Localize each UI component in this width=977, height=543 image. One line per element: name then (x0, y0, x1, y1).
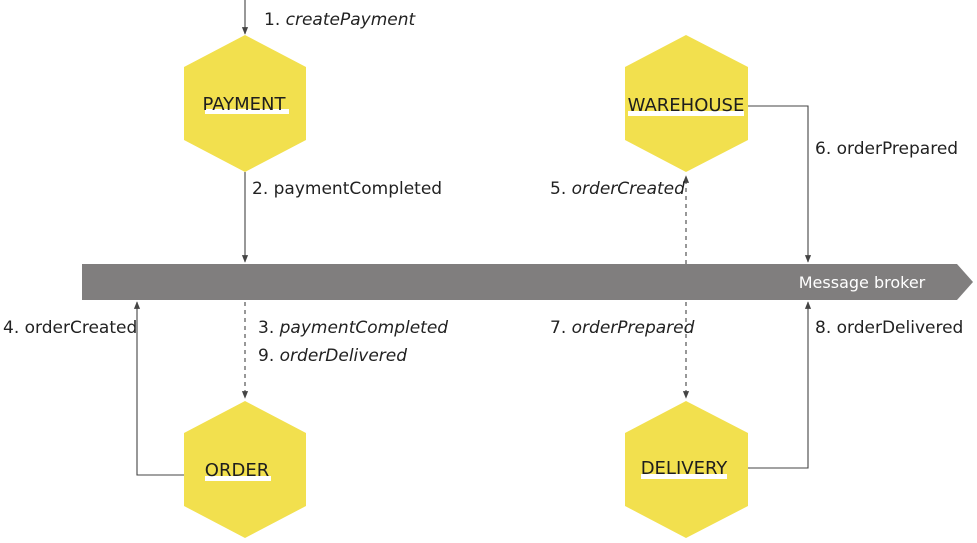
delivery-label-highlight (641, 474, 727, 479)
flow-2-number: 2. (252, 179, 268, 199)
warehouse-hexagon (625, 35, 748, 172)
service-order: ORDER (184, 401, 306, 538)
warehouse-label-highlight (628, 111, 744, 116)
flow-9-event: orderDelivered (280, 346, 408, 366)
flow-labels: 1. createPayment 2. paymentCompleted 3. … (3, 10, 963, 366)
payment-label: PAYMENT (203, 94, 287, 115)
flow-label-2: 2. paymentCompleted (252, 179, 442, 199)
delivery-hexagon (625, 401, 748, 538)
flow-label-7: 7. orderPrepared (550, 318, 695, 338)
service-delivery: DELIVERY (625, 401, 748, 538)
flow-label-5: 5. orderCreated (550, 179, 685, 199)
service-warehouse: WAREHOUSE (625, 35, 748, 172)
flow-4-event: orderCreated (25, 318, 138, 338)
flow-label-6: 6. orderPrepared (815, 139, 958, 159)
flow-1-event: createPayment (286, 10, 417, 30)
arrow-order-delivered (748, 301, 812, 469)
flow-5-number: 5. (550, 179, 566, 199)
message-broker: Message broker (82, 264, 973, 300)
flow-7-number: 7. (550, 318, 566, 338)
flow-2-event: paymentCompleted (274, 179, 442, 199)
order-label: ORDER (205, 460, 269, 481)
flow-8-number: 8. (815, 318, 831, 338)
flow-1-number: 1. (264, 10, 280, 30)
flow-8-event: orderDelivered (837, 318, 964, 338)
flow-label-4: 4. orderCreated (3, 318, 137, 338)
delivery-label: DELIVERY (641, 458, 729, 479)
flow-label-1: 1. createPayment (264, 10, 417, 30)
flow-label-8: 8. orderDelivered (815, 318, 963, 338)
service-payment: PAYMENT (184, 35, 306, 172)
flow-4-number: 4. (3, 318, 19, 338)
flow-6-event: orderPrepared (837, 139, 958, 159)
warehouse-label: WAREHOUSE (628, 95, 745, 116)
flow-3-event: paymentCompleted (279, 318, 449, 338)
flow-6-number: 6. (815, 139, 831, 159)
order-label-highlight (205, 476, 271, 481)
payment-label-highlight (205, 109, 289, 114)
flow-5-event: orderCreated (572, 179, 685, 199)
order-hexagon (184, 401, 306, 538)
flow-7-event: orderPrepared (572, 318, 695, 338)
flow-3-number: 3. (258, 318, 274, 338)
message-broker-label: Message broker (799, 273, 926, 292)
flow-label-3: 3. paymentCompleted (258, 318, 448, 338)
message-broker-bar (82, 264, 973, 300)
flow-label-9: 9. orderDelivered (258, 346, 407, 366)
arrow-order-prepared (748, 105, 812, 263)
arrow-order-created (133, 301, 185, 476)
connectors (133, 0, 812, 476)
flow-9-number: 9. (258, 346, 274, 366)
payment-hexagon (184, 35, 306, 172)
